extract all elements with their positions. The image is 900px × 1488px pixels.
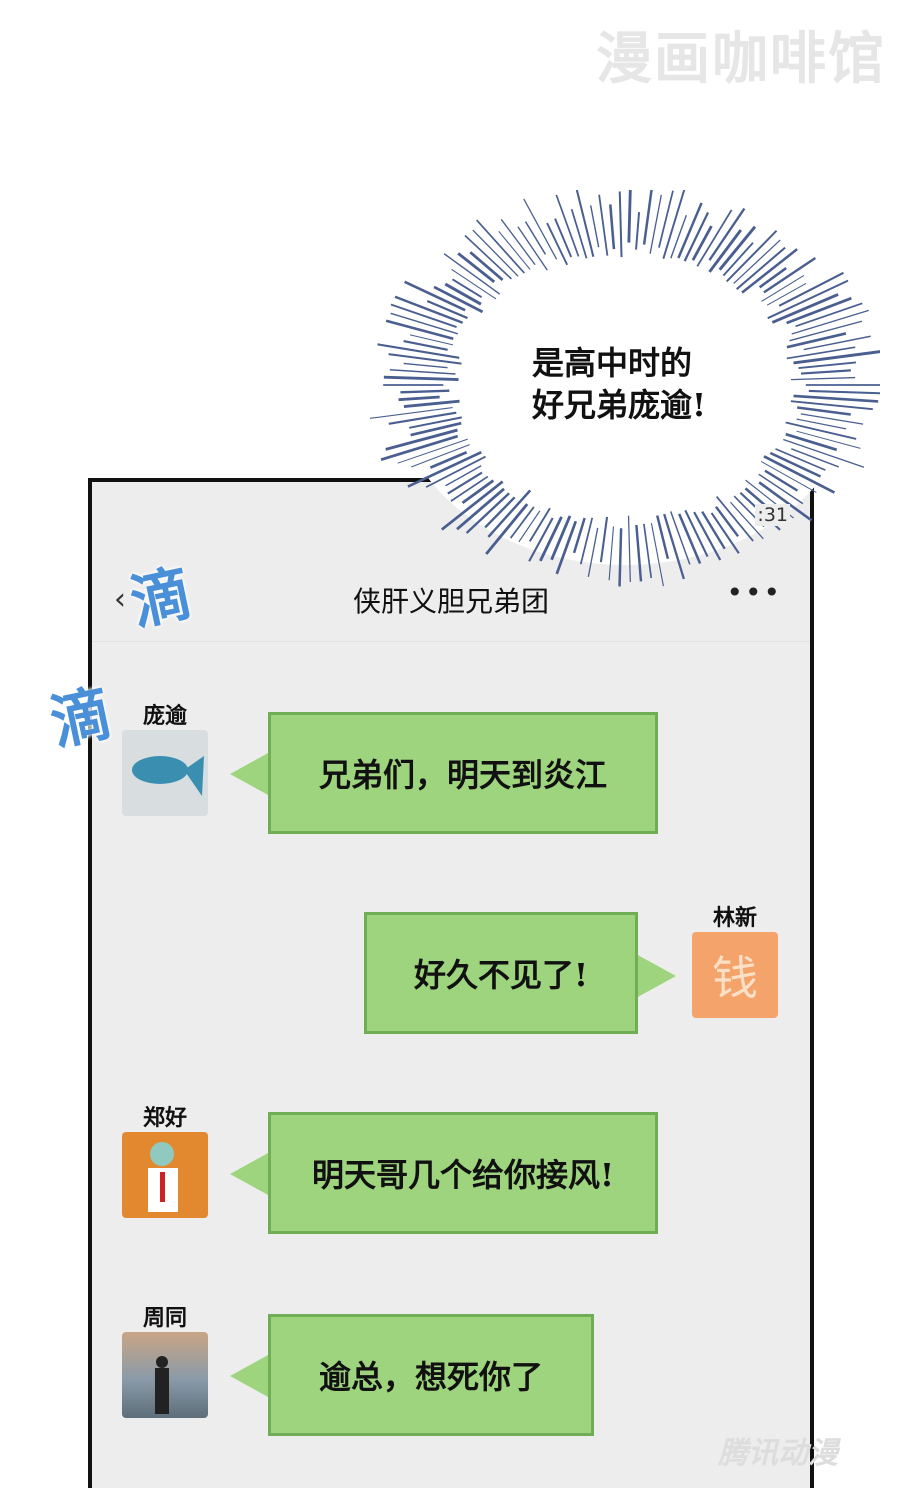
message-bubble[interactable]: 好久不见了! [364,912,638,1034]
message-bubble[interactable]: 逾总，想死你了 [268,1314,594,1436]
sender-name: 林新 [692,900,778,932]
person-silhouette-icon [122,1332,208,1418]
sender-name: 郑好 [122,1100,208,1132]
bubble-tail [230,1354,270,1398]
avatar[interactable] [122,1132,208,1218]
bubble-tail [230,752,270,796]
status-time: :31 [755,504,790,526]
avatar[interactable]: 钱 [692,932,778,1018]
fish-icon [122,730,208,816]
narration-line: 好兄弟庞逾! [532,384,706,426]
avatar[interactable] [122,730,208,816]
narration-line: 是高中时的 [532,342,706,384]
watermark-top: 漫画咖啡馆 [596,14,886,95]
character-icon [122,1132,208,1218]
message-bubble[interactable]: 明天哥几个给你接风! [268,1112,658,1234]
bubble-tail [230,1152,270,1196]
message-bubble[interactable]: 兄弟们，明天到炎江 [268,712,658,834]
burst-line [400,391,449,393]
sender-name: 周同 [122,1300,208,1332]
narration-bubble: 是高中时的 好兄弟庞逾! [532,342,706,426]
sender-name: 庞逾 [122,698,208,730]
watermark-bottom: 腾讯动漫 [718,1428,838,1472]
burst-line [629,190,631,243]
bubble-tail [636,954,676,998]
burst-line [620,528,622,586]
avatar[interactable] [122,1332,208,1418]
